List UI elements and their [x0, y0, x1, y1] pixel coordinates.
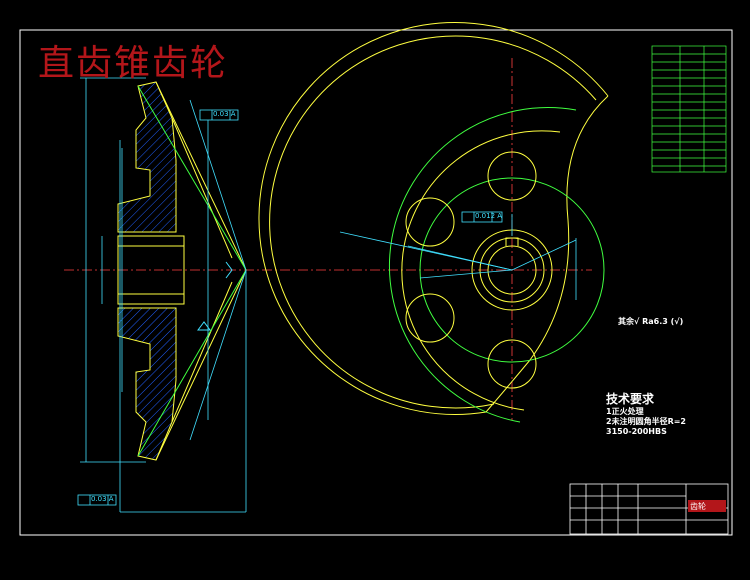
tolerance-label-2: 0.012 A — [475, 212, 503, 220]
front-dimensions — [339, 214, 577, 300]
tolerance-frames — [77, 109, 503, 506]
title-block-red-cell — [688, 500, 726, 512]
sheet-border — [19, 29, 733, 536]
title-block-part-name: 齿轮 — [690, 502, 706, 511]
tech-heading: 技术要求 — [606, 392, 655, 406]
datum-triangle-icon — [197, 321, 211, 331]
other-roughness-note: 其余√ Ra6.3 (√) — [618, 317, 684, 326]
tech-line-3: 3150-200HBS — [606, 427, 667, 436]
parameter-table — [651, 45, 727, 173]
cone-apex-marker — [225, 261, 233, 279]
gear-front-view — [258, 21, 609, 423]
tech-line-1: 1正火处理 — [606, 407, 644, 416]
gear-section-view — [117, 81, 247, 461]
tolerance-label-3: 0.03 A — [91, 495, 114, 503]
tolerance-label-1: 0.03 A — [213, 110, 236, 118]
section-dimensions — [80, 77, 247, 513]
drawing-title: 直齿锥齿轮 — [38, 43, 229, 84]
tech-line-2: 2未注明圆角半径R=2 — [606, 417, 686, 426]
tech-requirements: 技术要求 1正火处理 2未注明圆角半径R=2 3150-200HBS — [606, 390, 686, 437]
